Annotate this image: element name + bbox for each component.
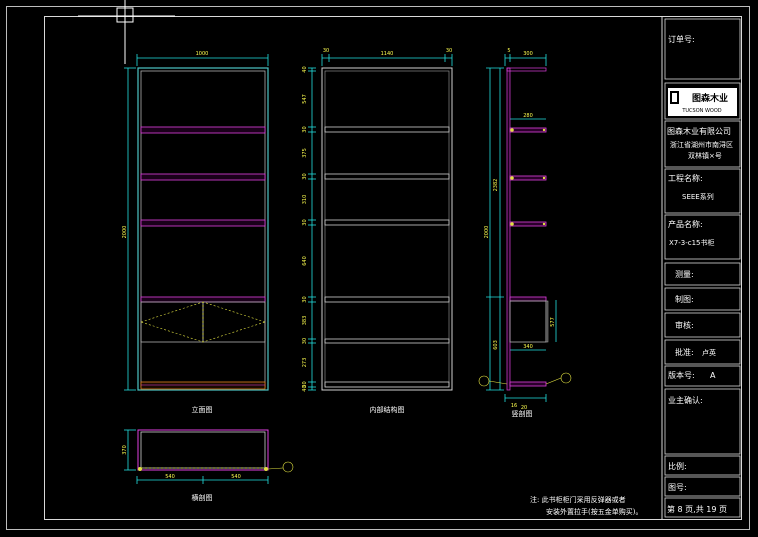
front-elevation-view: 1000 2000 立面图 bbox=[122, 51, 269, 414]
top-section-view: 370 540 540 横剖图 bbox=[122, 429, 294, 502]
front-height-dim: 2000 bbox=[122, 226, 128, 239]
inner-vertical-dim-label: 30 bbox=[302, 338, 308, 344]
cad-crosshair-cursor bbox=[78, 0, 175, 64]
note-line-2: 安装外置拉手(按五金单购买)。 bbox=[546, 507, 642, 516]
front-elevation-caption: 立面图 bbox=[192, 405, 213, 414]
company-name: 图森木业有限公司 bbox=[667, 126, 731, 136]
logo-name: 图森木业 bbox=[692, 92, 728, 104]
top-right-dim: 540 bbox=[231, 474, 241, 480]
inner-left-dim: 30 bbox=[323, 48, 329, 54]
side-section-view: 5 300 280 2382 2000 603 577 340 bbox=[478, 48, 572, 418]
internal-structure-caption: 内部结构图 bbox=[370, 405, 405, 414]
drawing-outer-frame bbox=[6, 6, 750, 530]
product-value: X7-3-c15书柜 bbox=[669, 238, 715, 247]
inner-vertical-dim-label: 30 bbox=[302, 219, 308, 225]
inner-vertical-dim-label: 383 bbox=[302, 316, 308, 326]
side-section-caption: 竖剖图 bbox=[512, 409, 533, 418]
title-block: 订单号: 图森木业 TUCSON WOOD 图森木业有限公司 浙江省湖州市南浔区… bbox=[661, 17, 741, 519]
side-bottom-a-dim: 16 bbox=[511, 403, 517, 409]
logo-en: TUCSON WOOD bbox=[681, 108, 721, 114]
side-shelf-dim: 280 bbox=[523, 113, 533, 119]
inner-vertical-dim-label: 375 bbox=[302, 148, 308, 158]
inner-vertical-dim-label: 30 bbox=[302, 173, 308, 179]
note-line-1: 注: 此书柜柜门采用反弹器或者 bbox=[530, 495, 626, 504]
approve-label: 批准: bbox=[675, 347, 694, 357]
company-address-1: 浙江省湖州市南浔区 bbox=[670, 140, 733, 149]
inner-vertical-dim-label: 40 bbox=[302, 385, 308, 391]
inner-vertical-dim-label: 30 bbox=[302, 126, 308, 132]
product-label: 产品名称: bbox=[668, 219, 703, 229]
side-upper-dim: 2382 bbox=[493, 179, 499, 192]
review-label: 审核: bbox=[675, 320, 694, 330]
scale-label: 比例: bbox=[668, 461, 687, 471]
version-value: A bbox=[710, 371, 716, 380]
page-info: 第 8 页,共 19 页 bbox=[667, 504, 727, 514]
inner-vertical-dim-label: 640 bbox=[302, 256, 308, 266]
project-value: SEEE系列 bbox=[682, 192, 714, 201]
inner-vertical-dim-label: 547 bbox=[302, 94, 308, 104]
side-door-dim: 577 bbox=[550, 317, 556, 327]
inner-right-dim: 30 bbox=[446, 48, 452, 54]
side-bottom-b-dim: 20 bbox=[521, 405, 527, 411]
front-width-dim: 1000 bbox=[196, 51, 209, 57]
inner-vertical-dim-label: 30 bbox=[302, 296, 308, 302]
drawing-inner-frame bbox=[44, 16, 742, 520]
drawing-no-label: 图号: bbox=[668, 483, 687, 492]
top-left-dim: 540 bbox=[165, 474, 175, 480]
side-total-dim: 2000 bbox=[484, 226, 490, 239]
owner-confirm-label: 业主确认: bbox=[668, 395, 703, 405]
inner-vertical-dim-label: 273 bbox=[302, 358, 308, 368]
draw-label: 制图: bbox=[675, 294, 694, 304]
order-no-label: 订单号: bbox=[668, 34, 695, 44]
side-top-dim: 5 bbox=[507, 48, 510, 54]
top-section-caption: 横剖图 bbox=[192, 493, 213, 502]
project-label: 工程名称: bbox=[668, 173, 703, 183]
inner-vertical-dim-label: 310 bbox=[302, 195, 308, 205]
top-depth-dim: 370 bbox=[122, 445, 128, 455]
approve-value: 卢英 bbox=[702, 348, 716, 357]
version-label: 版本号: bbox=[668, 370, 695, 380]
inner-vertical-dim-label: 40 bbox=[302, 66, 308, 72]
side-lower-dim: 603 bbox=[493, 340, 499, 350]
side-depth-dim: 300 bbox=[523, 51, 533, 57]
survey-label: 测量: bbox=[675, 270, 694, 279]
side-base-dim: 340 bbox=[523, 344, 533, 350]
internal-structure-view: 30 1140 30 40 547 30 375 30 310 30 640 30 383 30 27… bbox=[302, 48, 453, 414]
inner-vertical-dim-label: 30 bbox=[302, 381, 308, 387]
company-address-2: 双林镇×号 bbox=[688, 151, 722, 160]
inner-width-dim: 1140 bbox=[381, 51, 394, 57]
